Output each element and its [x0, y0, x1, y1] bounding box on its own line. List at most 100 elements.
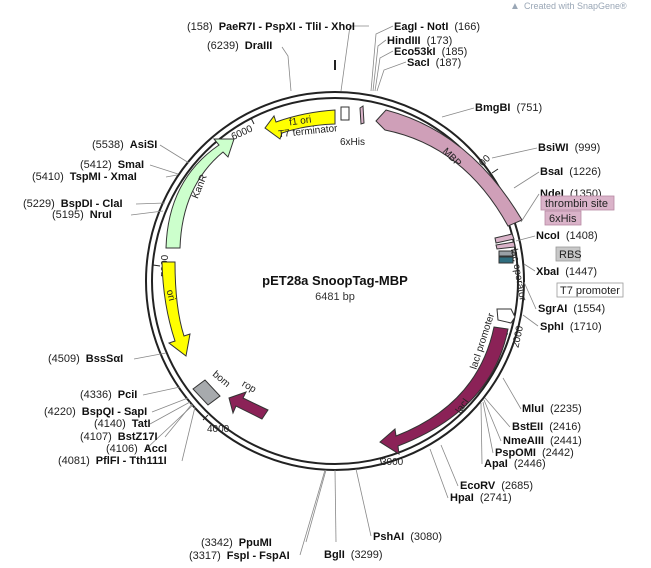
site-ecorv[interactable]: EcoRV(2685): [460, 480, 533, 492]
leader-line: [441, 107, 475, 118]
site-bstz17i[interactable]: (4107)BstZ17I: [80, 431, 158, 443]
feature-mbp[interactable]: [375, 109, 523, 227]
site-hindiii[interactable]: HindIII(173): [387, 35, 452, 47]
site-mlui[interactable]: MluI(2235): [522, 403, 582, 415]
site-pcii[interactable]: (4336)PciI: [80, 389, 137, 401]
site-tspmi[interactable]: (5410)TspMI - XmaI: [32, 171, 137, 183]
leader-line: [523, 281, 537, 310]
site-bsiwi[interactable]: BsiWI(999): [538, 142, 600, 154]
site-bsai[interactable]: BsaI(1226): [540, 166, 601, 178]
site-asisi[interactable]: (5538)AsiSI: [92, 139, 157, 151]
leader-line: [484, 397, 511, 428]
leader-line: [491, 147, 538, 159]
box-rbs-label: RBS: [559, 249, 582, 261]
site-pspomi[interactable]: PspOMI(2442): [495, 447, 574, 459]
site-tati[interactable]: (4140)TatI: [94, 418, 151, 430]
site-ppumi[interactable]: (3342)PpuMI: [201, 537, 272, 549]
site-draiii[interactable]: (6239)DraIII: [207, 40, 272, 52]
leader-line: [522, 314, 539, 327]
leader-line: [355, 468, 372, 537]
feature-kanr[interactable]: [165, 138, 235, 249]
site-pflfi[interactable]: (4081)PflFI - Tth111I: [58, 455, 167, 467]
leader-line: [151, 397, 189, 413]
leader-line: [483, 399, 502, 442]
leader-line: [165, 174, 178, 178]
leader-lines: [130, 25, 540, 556]
tick-mark-6000: [250, 117, 255, 125]
site-saci[interactable]: SacI(187): [407, 57, 461, 69]
leader-line: [429, 448, 449, 499]
leader-line: [376, 61, 407, 92]
leader-line: [480, 402, 483, 465]
label-lac-operator: lac operator: [508, 248, 528, 303]
tick-2000: 2000: [511, 324, 526, 348]
box-his-bg: [544, 210, 582, 226]
site-bspqi[interactable]: (4220)BspQI - SapI: [44, 406, 147, 418]
box-t7-bg: [556, 282, 624, 298]
leader-line: [133, 352, 167, 360]
box-t7-promoter[interactable]: T7 promoter: [556, 282, 624, 298]
feature-bom[interactable]: [192, 379, 221, 406]
leader-line: [149, 401, 191, 425]
tick-mark-3000: [379, 457, 383, 466]
box-thrombin-label: thrombin site: [545, 198, 608, 210]
plasmid-length: 6481 bp: [315, 291, 355, 303]
feature-his-left[interactable]: [359, 105, 365, 125]
site-xbai[interactable]: XbaI(1447): [536, 266, 597, 278]
feature-small-box: [340, 106, 350, 121]
site-hpai[interactable]: HpaI(2741): [450, 492, 512, 504]
box-thrombin-site[interactable]: thrombin site: [540, 195, 615, 211]
site-bmgbi[interactable]: BmgBI(751): [475, 102, 542, 114]
leader-line: [281, 46, 292, 92]
feature-t7-promoter[interactable]: [496, 308, 516, 324]
site-apai[interactable]: ApaI(2446): [484, 458, 546, 470]
site-pshai[interactable]: PshAI(3080): [373, 531, 442, 543]
site-eco53ki[interactable]: Eco53kI(185): [394, 46, 467, 58]
site-sgrai[interactable]: SgrAI(1554): [538, 303, 605, 315]
feature-rop[interactable]: [228, 391, 269, 420]
label-f1-ori: f1 ori: [289, 114, 313, 128]
leader-line: [145, 404, 194, 450]
feature-lac-operator[interactable]: [498, 256, 514, 264]
tick-mark-1000: [491, 168, 499, 174]
leader-line: [523, 263, 536, 272]
site-nmeaiii[interactable]: NmeAIII(2441): [503, 435, 582, 447]
leader-line: [334, 469, 337, 543]
site-nrui[interactable]: (5195)NruI: [52, 209, 112, 221]
leader-line: [181, 406, 196, 462]
feature-ori[interactable]: [161, 261, 191, 357]
site-bsteii[interactable]: BstEII(2416): [512, 421, 581, 433]
leader-line: [502, 377, 522, 410]
site-bspdi[interactable]: (5229)BspDI - ClaI: [23, 198, 123, 210]
leader-line: [372, 39, 387, 92]
leader-line: [164, 403, 193, 438]
feature-his-right[interactable]: [494, 233, 515, 244]
site-bgli[interactable]: BglI(3299): [324, 549, 383, 561]
leader-line: [515, 235, 536, 242]
box-rbs[interactable]: RBS: [555, 246, 582, 262]
leader-line: [340, 25, 369, 92]
box-his-right[interactable]: 6xHis: [544, 210, 582, 226]
label-bom: bom: [210, 369, 232, 390]
leader-line: [374, 50, 394, 92]
feature-rbs[interactable]: [498, 250, 514, 257]
site-smai[interactable]: (5412)SmaI: [80, 159, 144, 171]
feature-laci[interactable]: [379, 326, 509, 455]
site-ncoi[interactable]: NcoI(1408): [536, 230, 598, 242]
leader-line: [299, 469, 326, 556]
site-acci[interactable]: (4106)AccI: [106, 443, 167, 455]
site-bsssai[interactable]: (4509)BssSαI: [48, 353, 123, 365]
site-paer7i[interactable]: (158)PaeR7I - PspXI - TliI - XhoI: [187, 21, 355, 33]
leader-line: [513, 171, 540, 189]
leader-line: [142, 386, 181, 396]
feature-thrombin[interactable]: [495, 241, 516, 250]
box-thrombin-bg: [540, 195, 615, 211]
feature-f1-ori[interactable]: [264, 109, 336, 140]
leader-line: [520, 193, 540, 223]
site-sphi[interactable]: SphI(1710): [540, 321, 602, 333]
tick-3000: 3000: [381, 457, 404, 468]
site-eagi[interactable]: EagI - NotI(166): [394, 21, 480, 33]
snapgene-credit: ▲ Created with SnapGene®: [510, 1, 627, 12]
site-fspi[interactable]: (3317)FspI - FspAI: [189, 550, 290, 562]
